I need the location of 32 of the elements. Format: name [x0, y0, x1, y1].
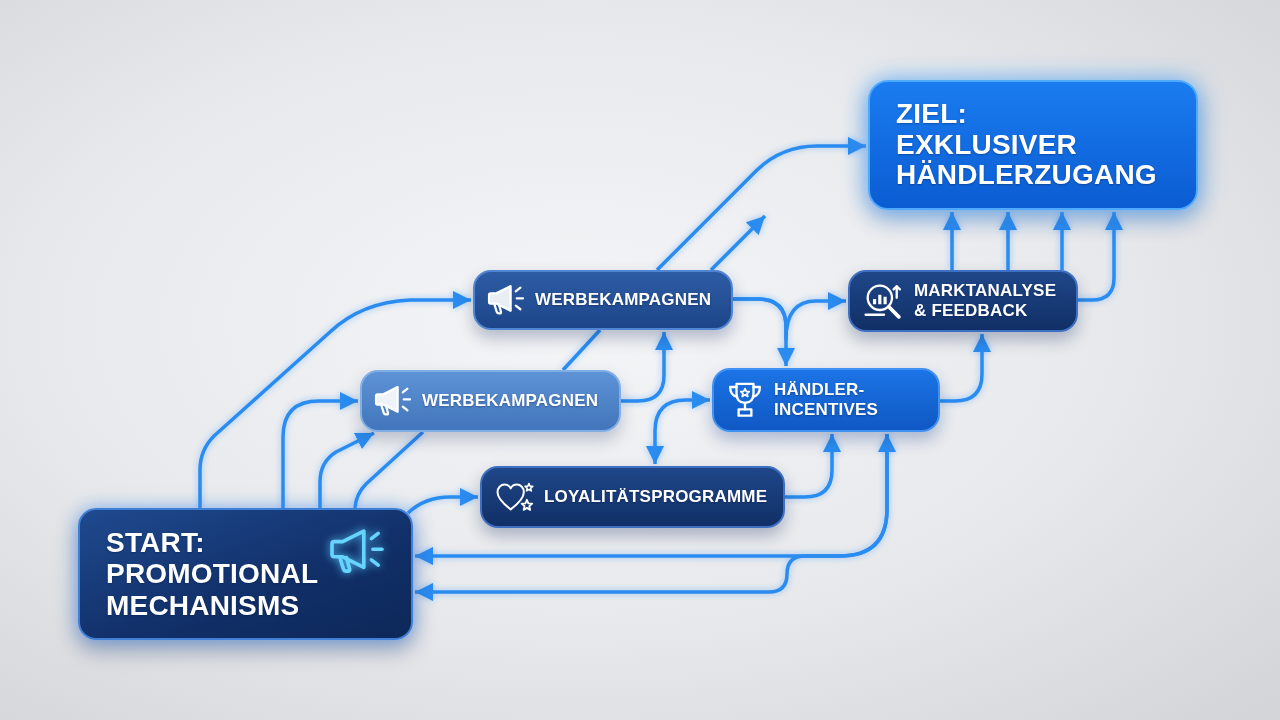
arrow [733, 292, 846, 341]
arrow [1053, 212, 1071, 270]
arrow [621, 332, 673, 403]
node-label: WERBEKAMPAGNEN [535, 289, 712, 311]
arrow [999, 212, 1017, 270]
node-label: HÄNDLER-INCENTIVES [774, 379, 878, 421]
process-box [78, 508, 413, 640]
process-box [473, 270, 733, 330]
arrow [943, 212, 961, 270]
process-box [868, 80, 1198, 210]
connector-line [561, 328, 602, 372]
arrow [646, 391, 710, 464]
arrow [281, 392, 358, 508]
arrow [415, 434, 889, 601]
arrow [318, 431, 375, 508]
arrow [406, 488, 478, 515]
arrow [198, 291, 471, 508]
node-label: WERBEKAMPAGNEN [422, 390, 599, 412]
node-label: START: PROMOTIONAL MECHANISMS [106, 526, 318, 622]
process-box [480, 466, 785, 528]
arrow [1078, 212, 1123, 302]
process-box [712, 368, 940, 432]
arrow [940, 334, 991, 403]
process-box [848, 270, 1078, 332]
arrow [709, 214, 767, 272]
node-label: MARKTANALYSE & FEEDBACK [914, 280, 1058, 322]
process-box [360, 370, 621, 432]
connector-line [353, 430, 425, 509]
arrow [785, 434, 841, 499]
arrow [655, 137, 866, 272]
node-label: LOYALITÄTSPROGRAMME [544, 486, 768, 508]
node-label: ZIEL: EXKLUSIVER HÄNDLERZUGANG [896, 98, 1157, 192]
